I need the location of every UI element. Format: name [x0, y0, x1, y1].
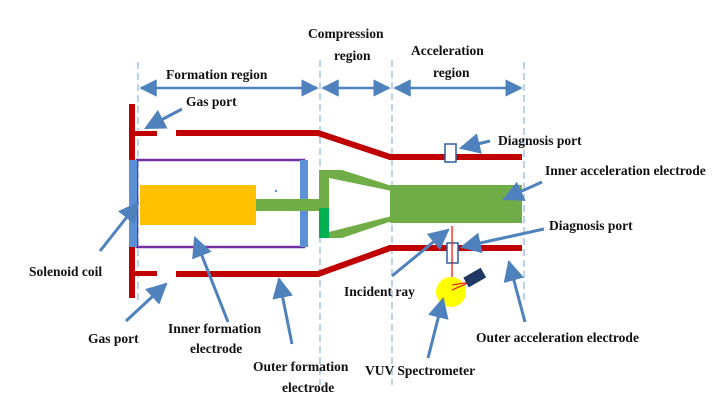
inner-formation-arrow [192, 236, 230, 323]
gas-port-bottom-stub [135, 271, 157, 276]
pointer-arrows [98, 107, 545, 359]
solenoid-coil-arrow [98, 201, 140, 252]
outer-formation-electrode-label-line2: electrode [282, 380, 334, 395]
inner-formation-electrode-label-line2: electrode [190, 341, 242, 356]
acceleration-region-label-line2: region [433, 65, 470, 80]
acceleration-region-label-line1: Acceleration [411, 43, 484, 58]
compression-region-label-line1: Compression [308, 26, 384, 41]
cone-upper [329, 170, 392, 191]
diagnosis-port-bottom-arrow [459, 227, 545, 254]
outer-acceleration-electrode-label: Outer acceleration electrode [476, 330, 639, 345]
gas-port-top-stub [135, 131, 157, 136]
gas-port-bottom-arrow [124, 282, 168, 323]
diagnosis-port-top-label: Diagnosis port [498, 133, 582, 148]
spectrometer-glow [436, 277, 466, 307]
incident-ray-arrow [391, 228, 450, 278]
vuv-spectrometer-arrow [426, 296, 449, 359]
cone-left-plate-dark [319, 208, 329, 238]
outer-acceleration-arrow [503, 259, 527, 323]
diagnosis-port-top-arrow [458, 133, 491, 154]
cone-lower [329, 216, 392, 238]
solenoid-coil-label: Solenoid coil [29, 264, 102, 279]
outer-electrode-bottom [176, 245, 522, 277]
gas-port-bottom-label: Gas port [88, 331, 139, 346]
outer-formation-electrode-label-line1: Outer formation [253, 359, 349, 374]
inner-acceleration-electrode [390, 185, 522, 223]
gas-port-top-label: Gas port [186, 94, 237, 109]
outer-formation-arrow [272, 276, 294, 345]
spectrometer-detector [463, 267, 487, 288]
inner-acceleration-arrow [502, 180, 543, 201]
diagnosis-port-bottom-label: Diagnosis port [549, 218, 633, 233]
small-marker [274, 189, 278, 193]
plasma-block [140, 185, 256, 225]
formation-region-label: Formation region [166, 67, 268, 82]
gas-port-top-arrow [144, 107, 183, 130]
inner-formation-electrode [256, 199, 321, 211]
diagnosis-port-top [444, 143, 457, 163]
cone-left-plate [319, 170, 329, 238]
inner-formation-electrode-label-line1: Inner formation [168, 321, 262, 336]
incident-ray-label: Incident ray [344, 284, 415, 299]
inner-acceleration-electrode-label: Inner acceleration electrode [545, 163, 706, 178]
compression-region-label-line2: region [334, 48, 371, 63]
vuv-spectrometer-label: VUV Spectrometer [365, 363, 475, 378]
compression-cone [319, 170, 392, 238]
